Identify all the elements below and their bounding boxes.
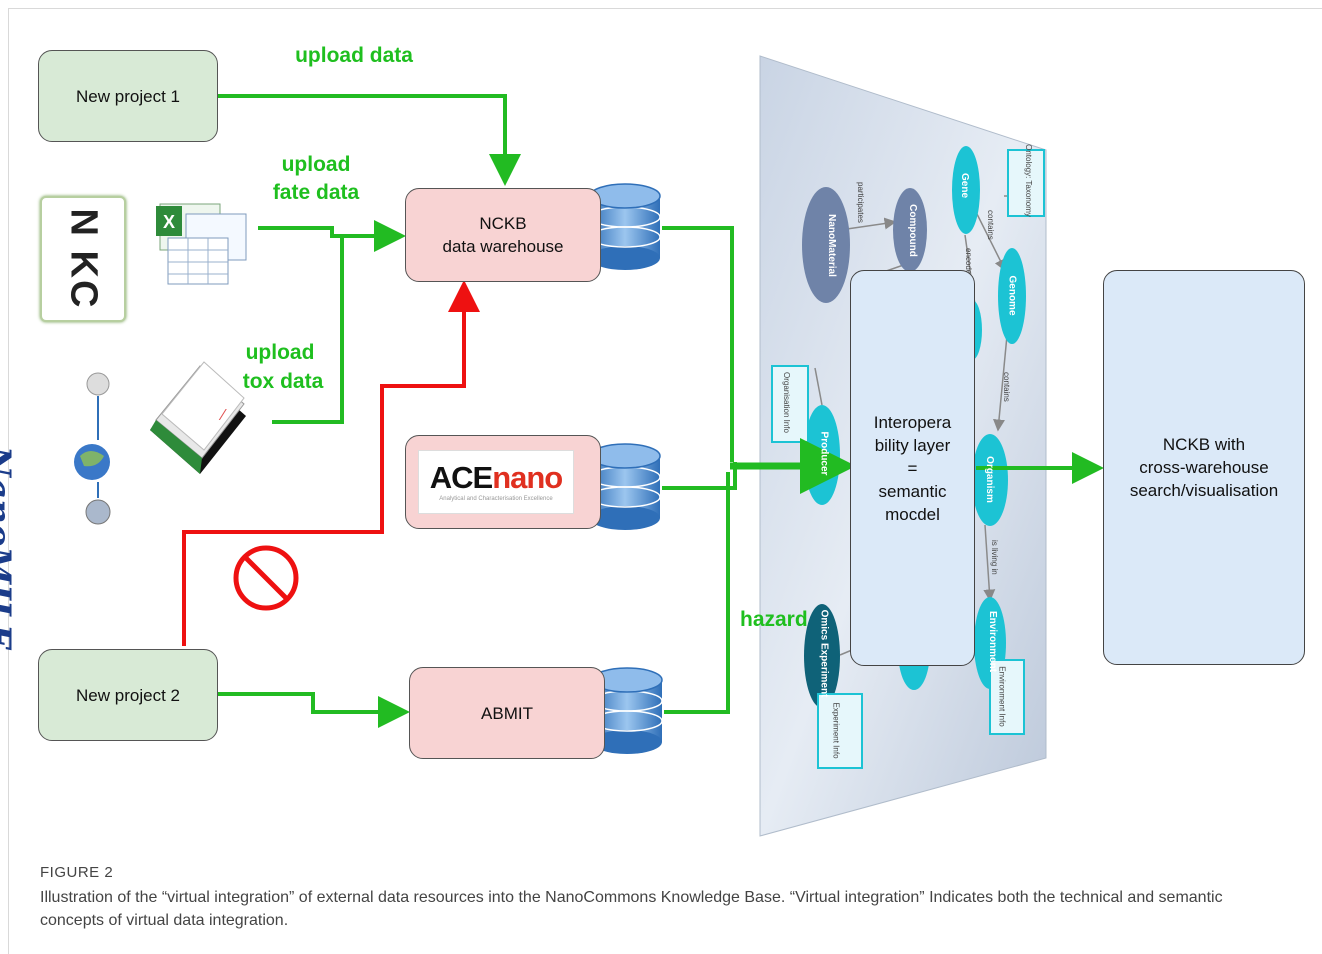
ontology-info-organisation: Organisation Info	[781, 372, 791, 433]
interop-line-1: Interopera	[873, 412, 952, 432]
interop-line-4: semantic	[878, 481, 947, 501]
interop-line-3: =	[907, 458, 918, 478]
ontology-label-gene: Gene	[959, 172, 971, 199]
svg-text:participates: participates	[856, 182, 865, 223]
label-hazard: hazard	[740, 608, 808, 631]
ontology-label-producer: Producer	[818, 431, 830, 476]
ontology-label-environment: Environment	[987, 610, 999, 673]
ontology-info-environment: Environment Info	[997, 666, 1007, 727]
nckb-search-line-3: search/visualisation	[1129, 481, 1279, 500]
blocked-arrow	[182, 280, 480, 646]
ontology-node-compound	[893, 188, 927, 272]
label-upload-tox-line-1: upload	[245, 341, 315, 364]
acenano-logo-subtitle: Analytical and Characterisation Excellen…	[439, 496, 553, 502]
figure-caption-text: Illustration of the “virtual integration…	[40, 889, 1223, 929]
arrow-abmit-to-semantic	[664, 472, 730, 714]
svg-text:encodes: encodes	[964, 248, 973, 278]
label-upload-tox-line-2: tox data	[242, 370, 324, 393]
svg-text:contains: contains	[986, 210, 995, 240]
figure-frame-top	[8, 8, 1322, 9]
ontology-info-boxes	[771, 149, 1045, 769]
prohibited-icon	[233, 545, 299, 611]
node-nckb-search: NCKB with cross-warehouse search/visuali…	[1103, 270, 1305, 665]
ontology-label-organism: Organism	[983, 456, 995, 503]
svg-text:⁄: ⁄	[218, 407, 227, 424]
arrow-acenano-to-semantic	[662, 462, 737, 490]
arrow-project2-to-abmit	[218, 692, 410, 728]
interop-line-2: bility layer	[874, 435, 951, 455]
ontology-label-omics-experiment: Omics Experiment	[818, 609, 830, 698]
nckb-warehouse-line-1: NCKB	[479, 214, 527, 233]
ontology-node-organism	[972, 434, 1008, 526]
info-box-organisation	[771, 365, 809, 443]
ontology-info-experiment: Experiment Info	[831, 702, 841, 759]
arrow-nckb-to-semantic	[662, 226, 734, 462]
arrow-project1-to-nckb	[218, 94, 521, 186]
node-new-project-1-label: New project 1	[76, 86, 180, 106]
ontology-node-genome	[998, 248, 1026, 344]
node-new-project-1: New project 1	[38, 50, 218, 142]
label-upload-data: upload data	[295, 44, 413, 67]
spreadsheet-icon: X	[156, 203, 247, 285]
node-interoperability-layer: Interopera bility layer = semantic mocde…	[850, 270, 975, 666]
nkc-logo: N KC	[40, 196, 126, 322]
nckb-search-line-2: cross-warehouse	[1139, 458, 1269, 477]
acenano-logo: ACEnano Analytical and Characterisation …	[418, 450, 574, 514]
ontology-info-taxonomy: Ontology: Taxonomy	[1023, 144, 1033, 217]
node-nckb-data-warehouse: NCKB data warehouse	[405, 188, 601, 282]
arrow-nanomile-to-nckb	[272, 236, 344, 424]
ontology-node-gene	[952, 146, 980, 234]
info-box-environment	[989, 659, 1025, 735]
info-box-taxonomy	[1007, 149, 1045, 217]
nckb-warehouse-line-2: data warehouse	[442, 237, 564, 256]
nanomile-decorations	[74, 372, 111, 525]
svg-text:is living in: is living in	[990, 540, 999, 575]
ontology-label-nanomaterial: NanoMaterial	[825, 214, 837, 277]
acenano-logo-ace: ACE	[429, 460, 493, 495]
node-new-project-2: New project 2	[38, 649, 218, 741]
figure-caption-title: FIGURE 2	[40, 864, 114, 881]
label-upload-fate-line-2: fate data	[272, 181, 360, 204]
acenano-logo-nano: nano	[492, 460, 563, 495]
ontology-label-genome: Genome	[1006, 275, 1018, 316]
svg-text:X: X	[163, 212, 175, 232]
ontology-relation-labels: participates contains encodes contains i…	[856, 182, 1011, 575]
arrow-nkc-to-nckb	[258, 220, 406, 252]
interop-line-5: mocdel	[885, 504, 940, 524]
database-icon-acenano	[589, 443, 661, 530]
nanomile-logo: NanoMILE	[0, 446, 18, 650]
ontology-node-nanomaterial	[802, 187, 850, 303]
ontology-label-compound: Compound	[906, 204, 918, 257]
ontology-node-omics-experiment	[804, 604, 840, 708]
figure-frame-left	[8, 8, 9, 954]
upload-arrows	[218, 94, 1104, 728]
label-upload-fate-line-1: upload	[281, 153, 351, 176]
node-abmit-label: ABMIT	[481, 703, 533, 723]
database-icon-nckb	[589, 183, 661, 270]
document-binder-icon: ⁄	[150, 361, 246, 474]
nkc-logo-text: N KC	[62, 208, 105, 310]
node-new-project-2-label: New project 2	[76, 685, 180, 705]
nckb-search-line-1: NCKB with	[1162, 435, 1246, 454]
svg-text:contains: contains	[1002, 372, 1011, 402]
info-box-experiment	[817, 693, 863, 769]
node-abmit: ABMIT	[409, 667, 605, 759]
